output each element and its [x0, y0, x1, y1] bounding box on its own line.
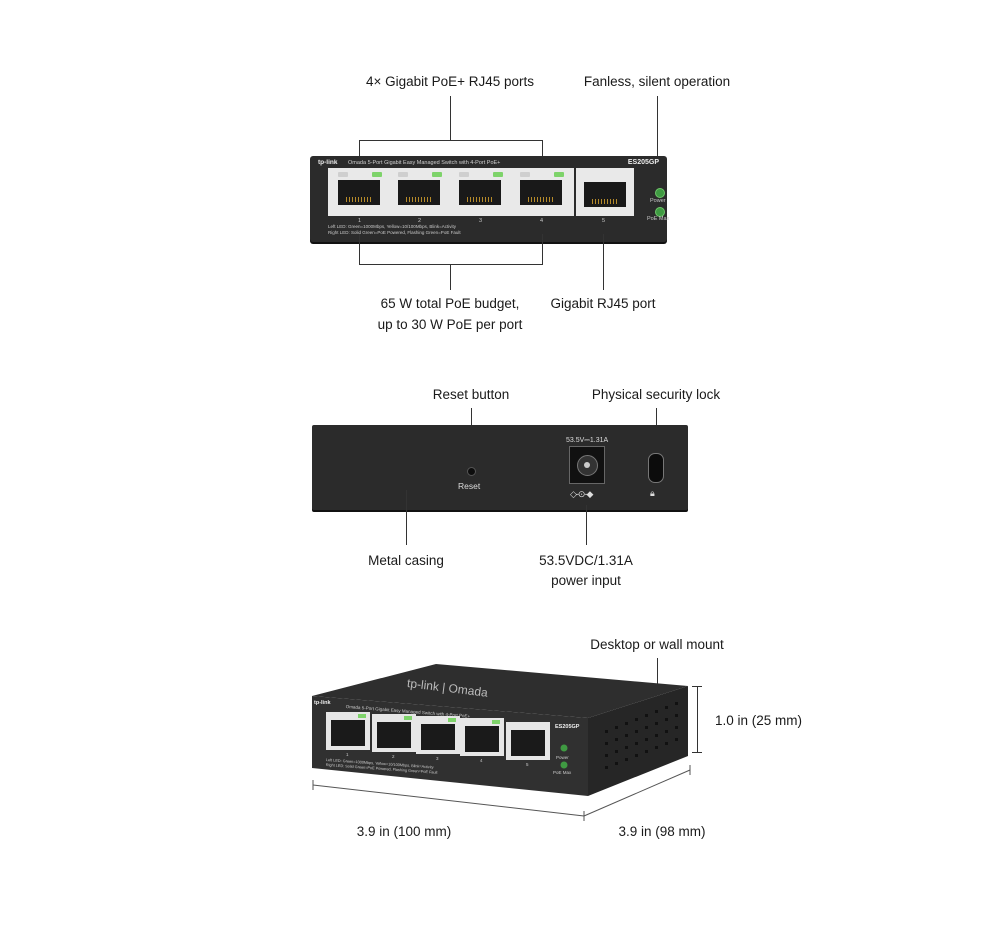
port-number: 2	[392, 754, 395, 759]
port-number: 3	[436, 756, 439, 761]
switch-perspective-body	[312, 664, 688, 796]
port-number: 4	[540, 218, 544, 224]
port-number: 1	[346, 752, 349, 757]
label-height: 1.0 in (25 mm)	[715, 713, 803, 728]
rj45-port-5[interactable]	[578, 174, 632, 210]
dimension-line	[692, 752, 702, 753]
leader-line	[450, 264, 451, 290]
label-poe-budget-line2: up to 30 W PoE per port	[377, 317, 523, 332]
led-legend-line1: Left LED: Green=1000Mbps, Yellow=10/100M…	[328, 224, 456, 229]
led-legend-line2: Right LED: Solid Green=PoE Powered, Flas…	[328, 230, 461, 235]
label-reset-button: Reset button	[432, 387, 510, 402]
poe-max-led-label: PoE Max	[647, 216, 670, 222]
reset-text: Reset	[458, 481, 481, 491]
rj45-port-2[interactable]	[392, 172, 446, 208]
rj45-port-3[interactable]	[453, 172, 507, 208]
leader-line	[359, 234, 360, 264]
tp-link-logo: tp-link	[314, 700, 331, 706]
reset-button[interactable]	[467, 467, 476, 476]
leader-line	[542, 234, 543, 264]
leader-line	[359, 264, 543, 265]
poe-led	[493, 172, 503, 177]
switch-rear-panel: Reset 53.5V⎓1.31A ◇-⊙-◆ 🔒︎	[312, 425, 688, 510]
leader-line	[406, 490, 407, 545]
poe-max-led-label: PoE Max	[553, 770, 572, 775]
label-poe-budget-line1: 65 W total PoE budget,	[380, 296, 520, 311]
label-security-lock: Physical security lock	[591, 387, 721, 402]
device-description: Omada 5-Port Gigabit Easy Managed Switch…	[348, 160, 501, 166]
power-led-label: Power	[556, 755, 569, 760]
poe-max-led-icon	[655, 207, 665, 217]
label-depth: 3.9 in (98 mm)	[618, 824, 706, 839]
label-metal-casing: Metal casing	[368, 553, 444, 568]
label-poe-ports: 4× Gigabit PoE+ RJ45 ports	[365, 74, 535, 89]
leader-line	[656, 408, 657, 426]
rj45-port-1[interactable]	[332, 172, 386, 208]
poe-led	[372, 172, 382, 177]
leader-line	[359, 140, 360, 164]
tp-link-logo: tp-link	[318, 159, 338, 166]
dimension-lines	[312, 765, 691, 821]
link-led	[459, 172, 469, 177]
port-number: 5	[602, 218, 606, 224]
leader-line	[586, 505, 587, 545]
power-led-label: Power	[650, 198, 666, 204]
security-lock-slot[interactable]	[648, 453, 664, 483]
port-number: 3	[479, 218, 483, 224]
leader-line	[450, 96, 451, 140]
poe-led	[554, 172, 564, 177]
dc-power-jack[interactable]	[569, 446, 605, 484]
switch-front-panel: tp-link Omada 5-Port Gigabit Easy Manage…	[310, 156, 670, 242]
leader-line	[542, 140, 543, 164]
link-led	[338, 172, 348, 177]
polarity-icon: ◇-⊙-◆	[570, 489, 593, 499]
leader-line	[603, 234, 604, 290]
link-led	[520, 172, 530, 177]
power-led-icon	[655, 188, 665, 198]
label-width: 3.9 in (100 mm)	[356, 824, 452, 839]
power-rating-text: 53.5V⎓1.31A	[566, 437, 609, 444]
label-rj45-port: Gigabit RJ45 port	[550, 296, 656, 311]
poe-led	[432, 172, 442, 177]
label-power-line2: power input	[551, 573, 621, 588]
port-number: 1	[358, 218, 362, 224]
lock-icon: 🔒︎	[650, 488, 655, 498]
leader-line	[657, 96, 658, 158]
port-number: 4	[480, 758, 483, 763]
port-number: 5	[526, 762, 529, 767]
rj45-port-4[interactable]	[514, 172, 568, 208]
label-mount: Desktop or wall mount	[590, 637, 724, 652]
label-fanless: Fanless, silent operation	[583, 74, 731, 89]
model-number: ES205GP	[627, 159, 659, 166]
dimension-line	[697, 686, 698, 752]
label-power-line1: 53.5VDC/1.31A	[539, 553, 633, 568]
model-number: ES205GP	[555, 724, 580, 730]
link-led	[398, 172, 408, 177]
leader-line	[657, 658, 658, 684]
port-number: 2	[418, 218, 422, 224]
leader-line	[359, 140, 543, 141]
